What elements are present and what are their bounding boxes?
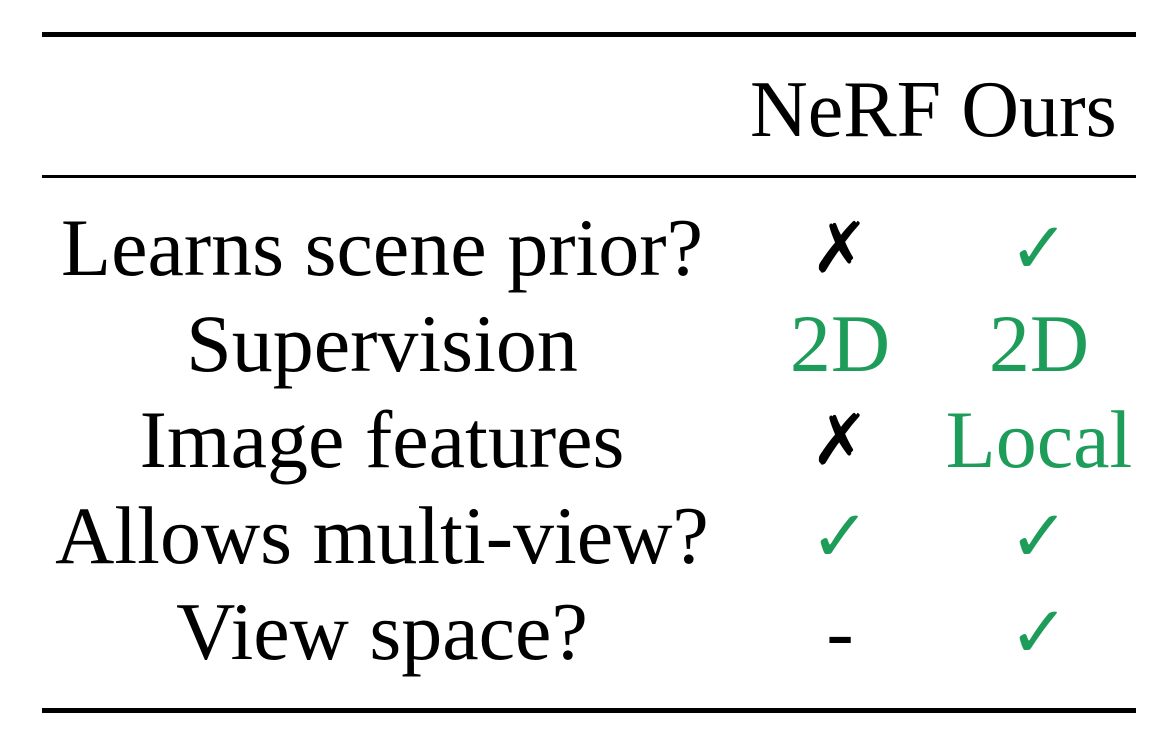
check-icon: ✓ xyxy=(809,494,871,578)
cell-ours-supervision: 2D xyxy=(988,298,1090,389)
cell-nerf-supervision: 2D xyxy=(789,298,891,389)
cross-icon: ✗ xyxy=(810,207,870,289)
row-label-allows-multi-view: Allows multi-view? xyxy=(55,490,709,581)
column-header-ours: Ours xyxy=(961,66,1117,154)
header-rule xyxy=(42,175,1136,178)
cell-nerf-view-space: - xyxy=(826,586,854,677)
cell-ours-image-features: Local xyxy=(945,394,1133,485)
bottom-rule xyxy=(42,708,1136,713)
top-rule xyxy=(42,32,1136,37)
check-icon: ✓ xyxy=(1008,206,1070,290)
row-label-learns-scene-prior: Learns scene prior? xyxy=(61,202,703,293)
row-label-supervision: Supervision xyxy=(186,298,578,389)
cross-icon: ✗ xyxy=(810,399,870,481)
column-header-nerf: NeRF xyxy=(750,66,942,154)
row-label-view-space: View space? xyxy=(176,586,588,677)
row-label-image-features: Image features xyxy=(139,394,625,485)
check-icon: ✓ xyxy=(1008,590,1070,674)
check-icon: ✓ xyxy=(1008,494,1070,578)
